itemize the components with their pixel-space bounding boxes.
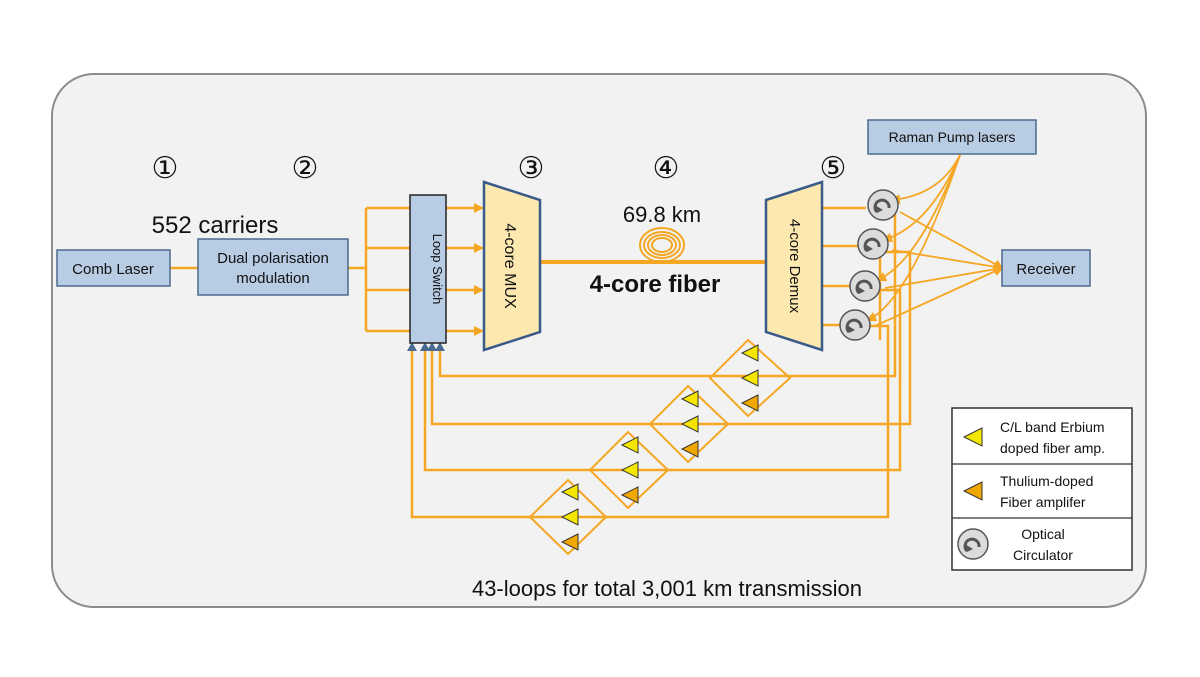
edfa-icon: [962, 427, 983, 447]
mux-label: 4-core MUX: [501, 223, 518, 309]
step-3-label: ③: [518, 152, 545, 185]
caption: 43-loops for total 3,001 km transmission: [472, 576, 862, 601]
step-1-label: ①: [152, 152, 179, 185]
amplifier-stage-2: [648, 384, 730, 464]
circulator-icon: [867, 189, 899, 221]
fiber-label: 4-core fiber: [590, 271, 721, 298]
tdfa-icon: [962, 481, 983, 501]
legend-tdfa-line1: Thulium-doped: [1000, 473, 1093, 489]
amplifier-stage-1: [708, 338, 792, 418]
amplifier-stage-3: [588, 430, 670, 510]
loop-switch-label: Loop Switch: [430, 234, 445, 305]
modulation-label-line1: Dual polarisation: [217, 250, 329, 267]
demux-block: [764, 180, 824, 352]
circulator-icon: [957, 528, 989, 560]
modulation-box: [197, 238, 349, 296]
circulator-icon: [839, 309, 871, 341]
legend-circulator-line1: Optical: [1021, 526, 1065, 542]
switch-to-mux-arrows: [446, 203, 484, 336]
circulator-icon: [857, 228, 889, 260]
fiber-length-label: 69.8 km: [623, 202, 701, 227]
mux-block: [482, 180, 542, 352]
legend-edfa-line1: C/L band Erbium: [1000, 419, 1105, 435]
legend-edfa-line2: doped fiber amp.: [1000, 440, 1105, 456]
demux-to-circulator-lines: [822, 206, 866, 327]
loop-arrowheads: [407, 342, 445, 351]
receiver-box: [1001, 249, 1091, 287]
modulation-label-line2: modulation: [236, 270, 309, 287]
raman-pump-box: [867, 119, 1037, 155]
legend: C/L band Erbium doped fiber amp. Thulium…: [951, 407, 1133, 571]
fanout-lines: [348, 206, 410, 333]
step-2-label: ②: [292, 152, 319, 185]
legend-circulator-line2: Circulator: [1013, 547, 1073, 563]
step-4-label: ④: [653, 152, 680, 185]
carriers-label: 552 carriers: [152, 212, 279, 239]
demux-label: 4-core Demux: [786, 219, 803, 314]
receiver-lines: [874, 211, 1004, 327]
comb-laser-label: Comb Laser: [72, 261, 154, 278]
loop-switch-box: [409, 194, 447, 344]
raman-pump-lines: [866, 154, 961, 322]
step-5-label: ⑤: [820, 152, 847, 185]
circulator-icon: [849, 270, 881, 302]
amplifier-stage-4: [528, 478, 608, 556]
raman-pump-label: Raman Pump lasers: [889, 129, 1016, 145]
receiver-label: Receiver: [1016, 261, 1075, 278]
fiber-spool-icon: [639, 227, 685, 263]
comb-laser-box: [56, 249, 171, 287]
legend-tdfa-line2: Fiber amplifer: [1000, 494, 1086, 510]
